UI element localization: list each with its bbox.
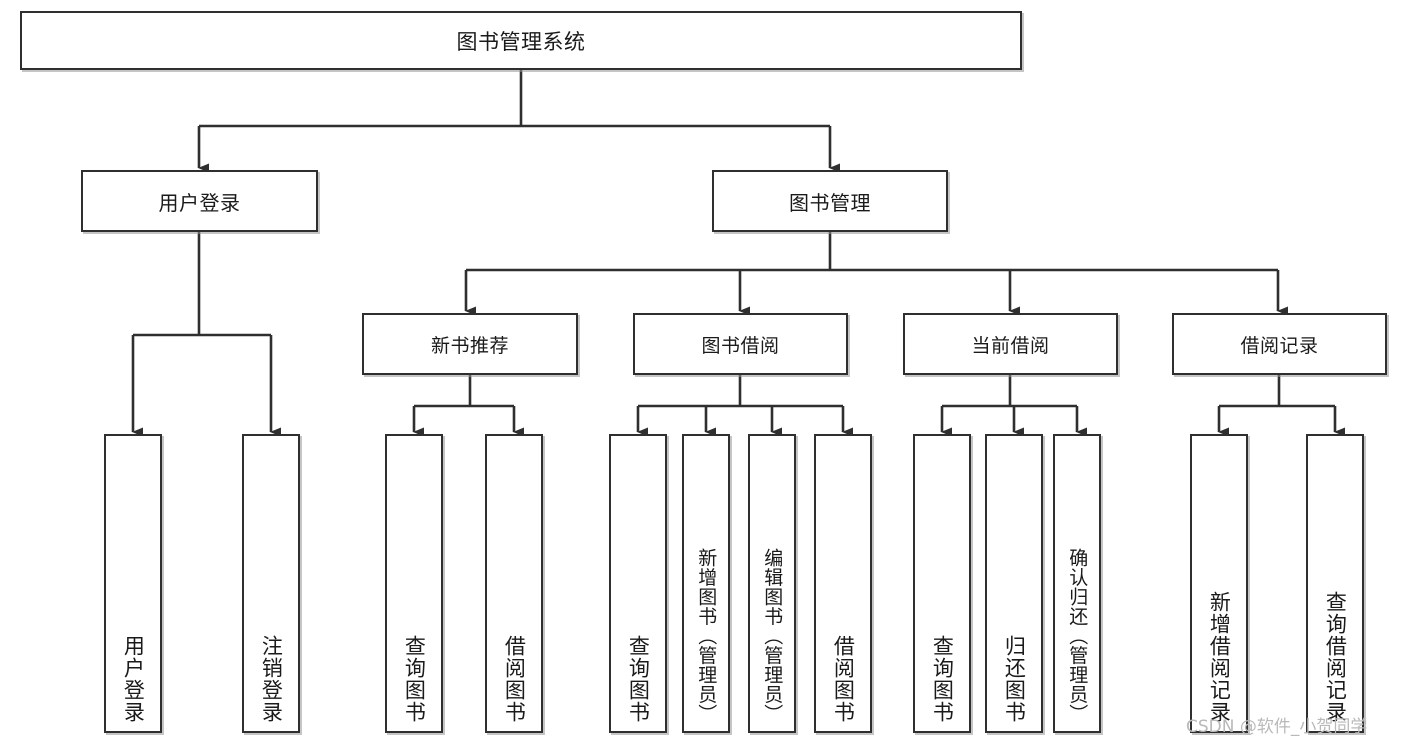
level2-node-1-label: 图书借阅 <box>701 334 780 357</box>
leaf-node-9[interactable]: 归还图书 <box>985 434 1043 733</box>
leaf-node-9-label: 归还图书 <box>1002 635 1027 723</box>
leaf-node-1-label: 注销登录 <box>259 635 284 723</box>
level1-node-1-label: 图书管理 <box>789 190 871 215</box>
leaf-node-7[interactable]: 借阅图书 <box>814 434 872 733</box>
level2-node-2[interactable]: 当前借阅 <box>903 313 1118 375</box>
level1-node-0[interactable]: 用户登录 <box>81 170 318 232</box>
leaf-node-4[interactable]: 查询图书 <box>609 434 667 733</box>
leaf-node-5[interactable]: 新增图书（管理员） <box>682 434 730 733</box>
level2-node-0-label: 新书推荐 <box>430 334 509 357</box>
level2-node-3[interactable]: 借阅记录 <box>1172 313 1387 375</box>
leaf-node-10-label: 确认归还（管理员） <box>1066 547 1089 724</box>
leaf-node-7-label: 借阅图书 <box>831 635 856 723</box>
leaf-node-10[interactable]: 确认归还（管理员） <box>1053 434 1101 733</box>
csdn-watermark: CSDN @软件_小贺同学 <box>1186 717 1368 737</box>
level2-node-1[interactable]: 图书借阅 <box>633 313 848 375</box>
leaf-node-11[interactable]: 新增借阅记录 <box>1190 434 1248 733</box>
leaf-node-8-label: 查询图书 <box>930 635 955 723</box>
level1-node-1[interactable]: 图书管理 <box>712 170 948 232</box>
leaf-node-3-label: 借阅图书 <box>502 635 527 723</box>
root-node-book-management-system-label: 图书管理系统 <box>456 29 586 54</box>
leaf-node-8[interactable]: 查询图书 <box>913 434 971 733</box>
leaf-node-2[interactable]: 查询图书 <box>385 434 443 733</box>
leaf-node-11-label: 新增借阅记录 <box>1207 591 1232 723</box>
leaf-node-6[interactable]: 编辑图书（管理员） <box>748 434 796 733</box>
leaf-node-0[interactable]: 用户登录 <box>104 434 162 733</box>
leaf-node-3[interactable]: 借阅图书 <box>485 434 543 733</box>
leaf-node-12-label: 查询借阅记录 <box>1323 591 1348 723</box>
level2-node-3-label: 借阅记录 <box>1240 334 1319 357</box>
level1-node-0-label: 用户登录 <box>158 190 241 215</box>
leaf-node-2-label: 查询图书 <box>402 635 427 723</box>
leaf-node-0-label: 用户登录 <box>121 635 146 723</box>
leaf-node-4-label: 查询图书 <box>626 635 651 723</box>
leaf-node-1[interactable]: 注销登录 <box>242 434 300 733</box>
root-node-book-management-system[interactable]: 图书管理系统 <box>20 11 1022 70</box>
level2-node-0[interactable]: 新书推荐 <box>362 313 578 375</box>
leaf-node-6-label: 编辑图书（管理员） <box>761 547 784 724</box>
leaf-node-5-label: 新增图书（管理员） <box>695 547 718 724</box>
level2-node-2-label: 当前借阅 <box>971 334 1050 357</box>
leaf-node-12[interactable]: 查询借阅记录 <box>1306 434 1364 733</box>
